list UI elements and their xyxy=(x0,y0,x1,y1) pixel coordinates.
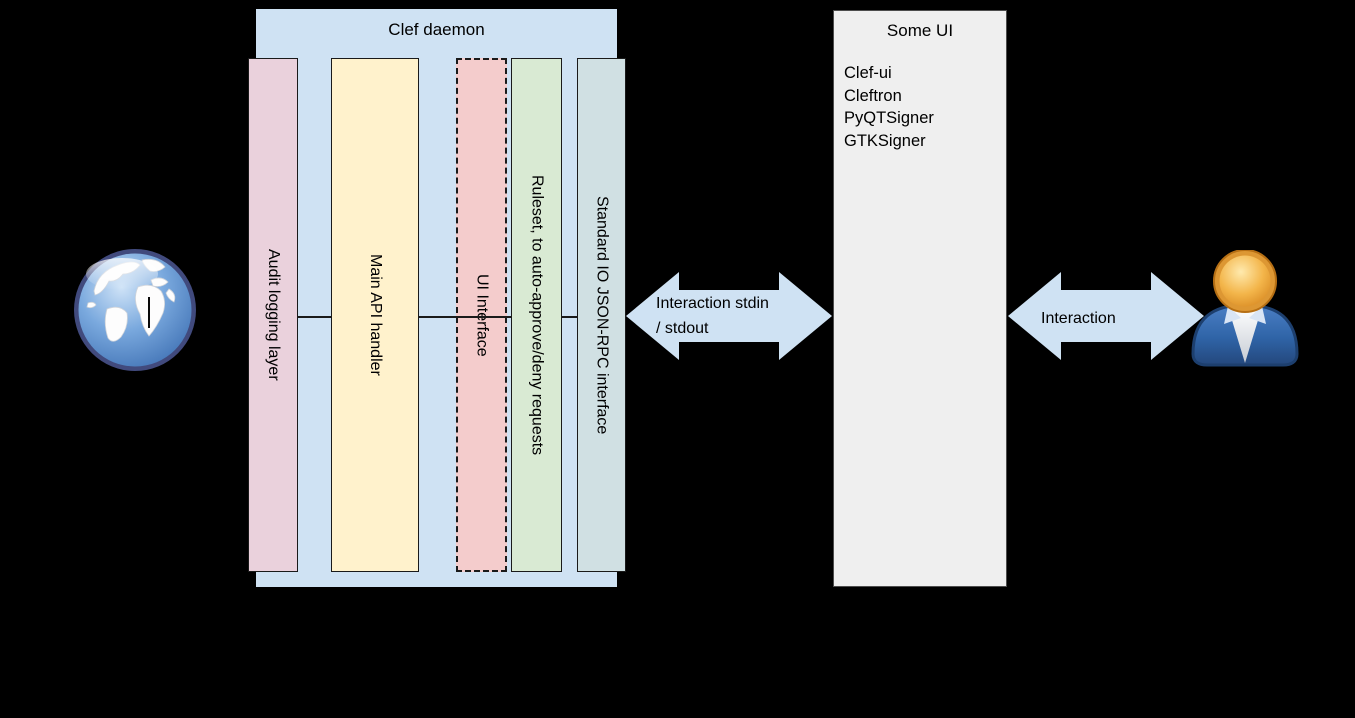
clef-daemon-box xyxy=(256,9,617,587)
layer-audit-logging: Audit logging layer xyxy=(248,58,298,572)
some-ui-item-gtksigner: GTKSigner xyxy=(844,131,926,150)
layer-ruleset: Ruleset, to auto-approve/deny requests xyxy=(511,58,562,572)
interaction-user-arrow xyxy=(1008,272,1204,360)
interaction-stdio-arrow-label: Interaction stdin / stdout xyxy=(656,291,769,341)
some-ui-item-cleftron: Cleftron xyxy=(844,86,902,105)
layer-main-api-handler: Main API handler xyxy=(331,58,419,572)
layer-main-api-handler-label: Main API handler xyxy=(367,254,384,376)
connector-line-audit-api xyxy=(297,316,332,318)
connector-line-ruleset-stdio xyxy=(561,316,578,318)
connector-line-api-ruleset xyxy=(418,316,512,318)
some-ui-item-pyqtsigner: PyQTSigner xyxy=(844,109,934,127)
globe-icon xyxy=(74,249,196,371)
some-ui-title: Some UI xyxy=(886,21,954,40)
stray-connector-line xyxy=(148,297,150,328)
clef-daemon-title: Clef daemon xyxy=(388,20,485,39)
layer-stdio-jsonrpc: Standard IO JSON-RPC interface xyxy=(577,58,626,572)
some-ui-list: Clef-ui Cleftron PyQTSigner GTKSigner xyxy=(844,62,934,152)
some-ui-box xyxy=(833,10,1007,587)
arrow-label-line2: / stdout xyxy=(656,320,709,337)
interaction-user-arrow-label: Interaction xyxy=(1041,310,1116,327)
layer-ui-interface: UI Interface xyxy=(456,58,507,572)
layer-ui-interface-label: UI Interface xyxy=(473,273,491,357)
user-icon xyxy=(1191,250,1299,367)
some-ui-item-clef-ui: Clef-ui xyxy=(844,64,892,82)
layer-ruleset-label: Ruleset, to auto-approve/deny requests xyxy=(528,174,546,456)
layer-audit-logging-label: Audit logging layer xyxy=(265,249,282,381)
interaction-stdio-arrow xyxy=(626,272,832,360)
arrow-label-line1: Interaction stdin xyxy=(656,295,769,312)
layer-stdio-jsonrpc-label: Standard IO JSON-RPC interface xyxy=(593,195,611,435)
